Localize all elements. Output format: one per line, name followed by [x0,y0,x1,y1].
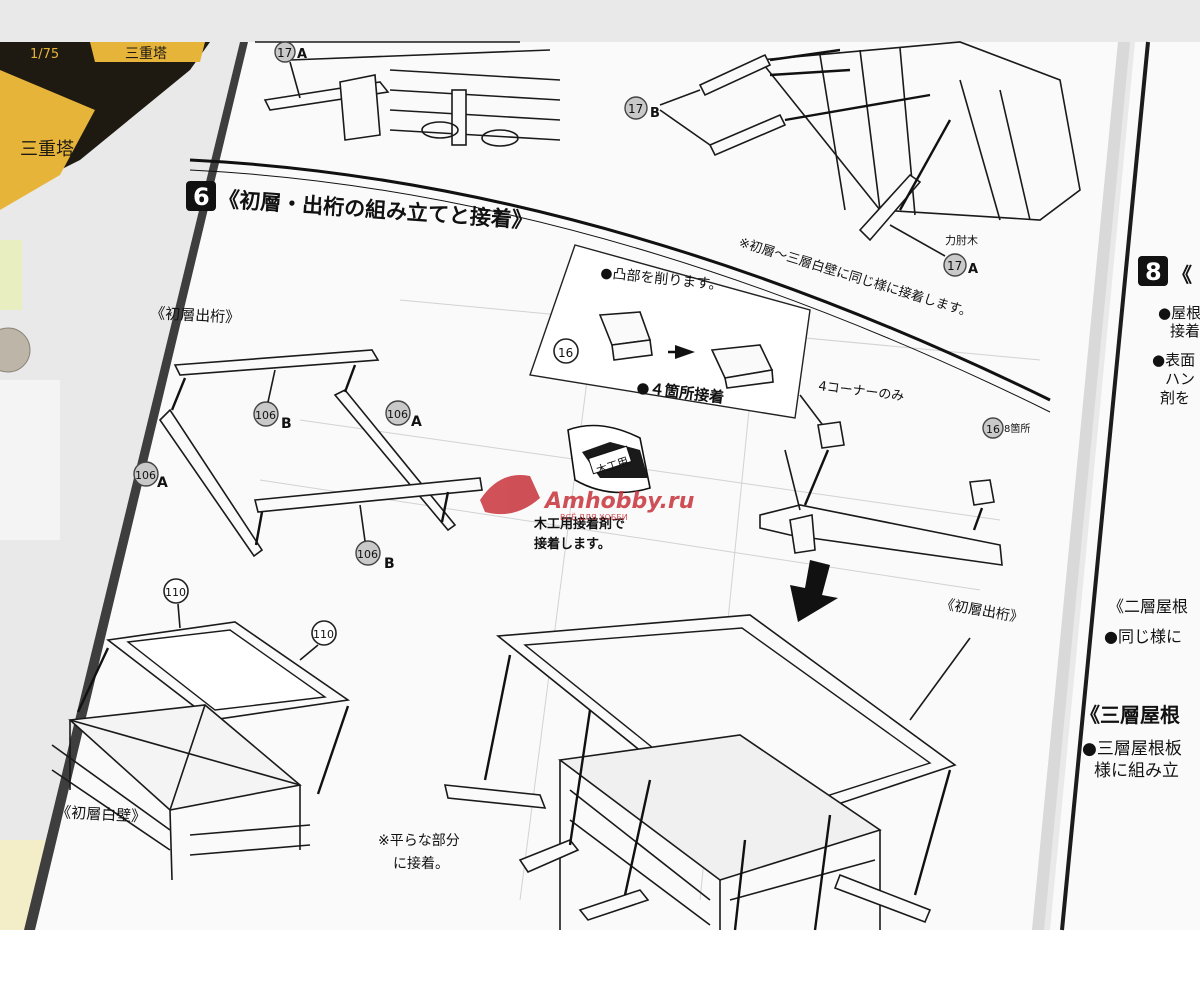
right-col-line-3: ●表面 [1152,351,1195,369]
callout-17a-right [943,253,967,277]
flat-note-line-2: に接着。 [393,855,449,872]
right-col-line-1: ●屋根 [1158,304,1200,322]
callout-17b [624,96,648,120]
box-title-label: 三重塔 [125,46,167,62]
section-divider [189,158,1051,402]
callout-106b-suffix: B [281,416,292,432]
watermark-text: Amhobby.ru [543,489,694,514]
callout-106b-number: 106 [255,409,276,422]
callout-106a-right-number: 106 [387,408,408,421]
step-number-badge [186,181,216,211]
watermark-subtext: ВСЁ ДЛЯ ХОББИ [560,512,628,522]
callout-17a-right-number: 17 [947,259,962,273]
callout-17a-top [274,41,296,63]
next-step-title: 《 [1172,263,1192,287]
callout-106a-right-suffix: A [411,414,422,430]
detake-frame-diagram: 《初層出桁》 106 B 106 A 106 A 106 B [133,304,483,572]
callout-106b-bottom-number: 106 [357,548,378,561]
callout-17b-number: 17 [628,102,643,116]
callout-17a-right-suffix: A [968,262,978,277]
callout-106a-left-number: 106 [135,469,156,482]
eight-places-label: 8箇所 [1004,422,1030,435]
subtitle-shosou-detake: 《初層出桁》 [150,304,241,327]
right-col-line-9: ●三層屋根板 [1082,739,1182,759]
callout-17a-top-number: 17 [277,46,292,60]
right-col-line-5: 剤を [1160,389,1190,407]
next-step-number: 8 [1145,258,1162,286]
top-section: 17 A 17 B 力肘木 17 A [255,41,1081,277]
step-number: 6 [193,183,210,211]
right-col-line-4: ハン [1165,370,1195,388]
part16-right-number: 16 [986,423,1000,436]
callout-110b-number: 110 [313,628,334,641]
callout-106a-left-suffix: A [157,475,168,491]
part-106a-left [158,408,264,558]
callout-110a-number: 110 [165,586,186,599]
part-106b-bottom [253,477,483,513]
subtitle-shosou-hakuheki: 《初層白壁》 [56,803,147,826]
part-106b-top [173,349,380,376]
flat-note-line-1: ※平らな部分 [378,833,460,849]
rikishiki-label: 力肘木 [945,233,978,247]
glue-note-line-1: 木工用接着剤で [533,516,625,532]
right-col-line-2: 接着 [1170,322,1200,340]
callout-17b-suffix: B [650,106,660,121]
callout-106b-bottom-suffix: B [384,556,395,572]
kit-box: 1/75 三重塔 三重塔 [0,42,210,930]
main-assembly-diagram: ※平らな部分 に接着。 [378,614,957,931]
callout-17a-top-suffix: A [297,47,307,62]
bottom-margin [0,930,1200,982]
next-step-header: 8 《 ●屋根 接着 ●表面 ハン 剤を 《二層屋根 ●同じ様に 《三層屋根 ●… [1080,256,1200,781]
box-side-text: 三重塔 [20,139,74,160]
right-col-line-10: 様に組み立 [1094,761,1179,781]
down-arrow [790,560,838,622]
glue-tube: 木工用 木工用接着剤で 接着します。 [533,424,651,552]
watermark: Amhobby.ru ВСЁ ДЛЯ ХОББИ [480,475,694,522]
box-part-number: 16 [558,346,573,360]
right-col-line-7: ●同じ様に [1104,627,1182,646]
right-col-line-6: 《二層屋根 [1108,597,1188,616]
right-col-line-8: 《三層屋根 [1080,703,1180,727]
hakuheki-frame-diagram: 110 110 《初層白壁》 [51,578,351,881]
glue-note-line-2: 接着します。 [534,536,611,552]
box-scale-label: 1/75 [30,47,59,62]
